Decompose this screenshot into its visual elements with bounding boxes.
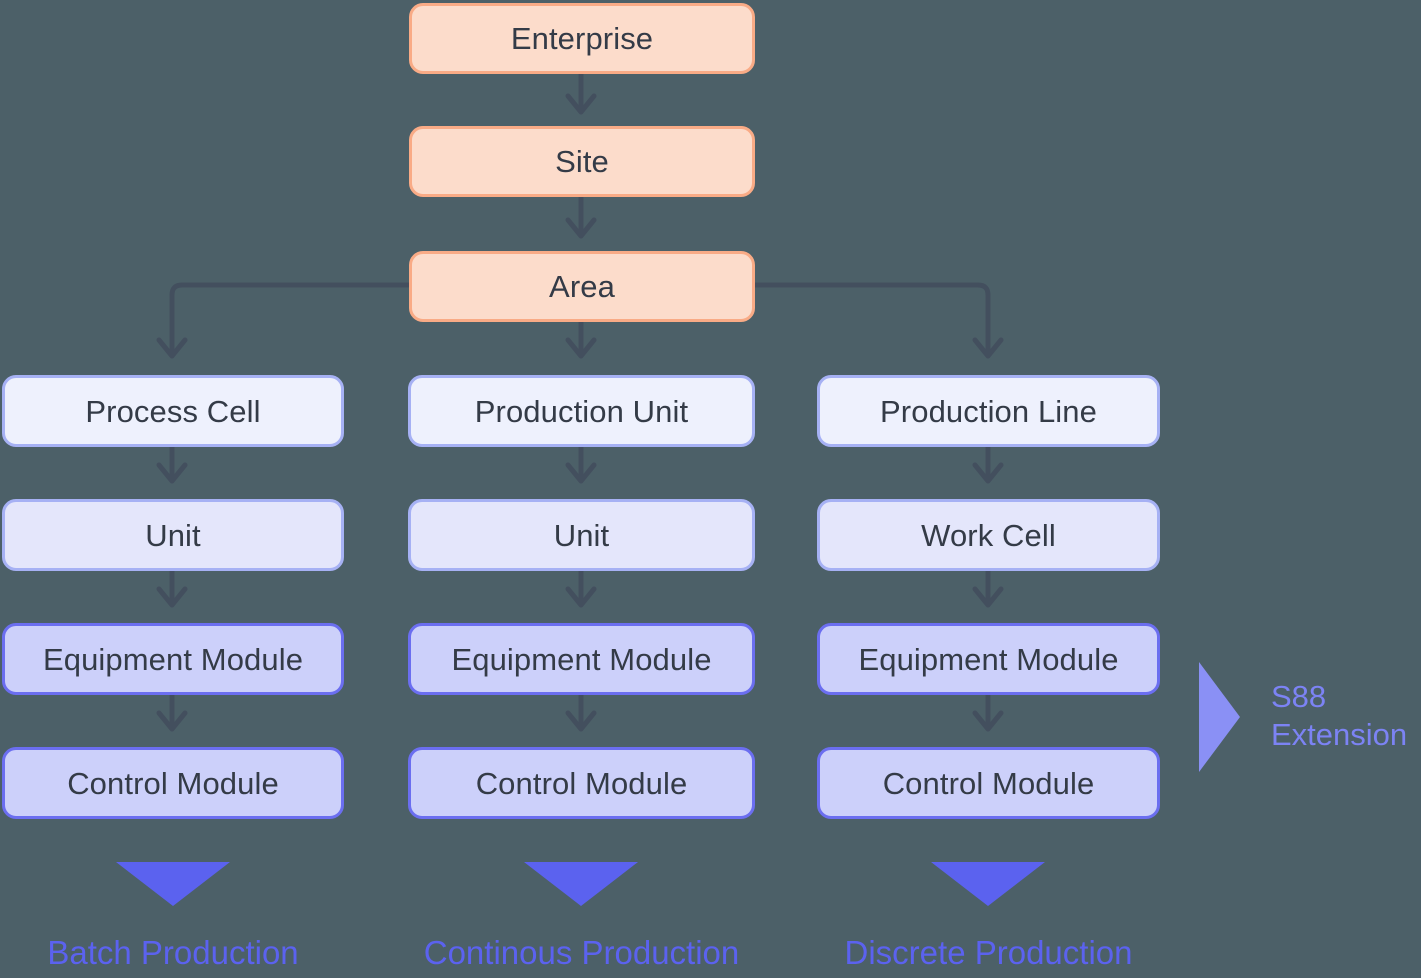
outcome-label-batch: Batch Production: [47, 934, 299, 971]
node-site-label: Site: [555, 144, 609, 179]
node-equipment-module-continuous[interactable]: Equipment Module: [408, 623, 755, 695]
s88-extension-line1: S88: [1271, 679, 1327, 714]
connector-area-process-cell: [169, 282, 411, 355]
arrowhead-area-production-unit: [565, 337, 597, 359]
node-control-module-discrete[interactable]: Control Module: [817, 747, 1160, 819]
node-control-module-continuous-label: Control Module: [475, 765, 688, 801]
arrowhead-production-unit-unit: [565, 462, 597, 484]
node-equipment-module-batch-label: Equipment Module: [42, 641, 304, 677]
node-site[interactable]: Site: [409, 126, 755, 197]
node-unit-continuous-label: Unit: [553, 517, 610, 553]
node-control-module-continuous[interactable]: Control Module: [408, 747, 755, 819]
node-production-line-label: Production Line: [880, 393, 1097, 429]
outcome-arrow-continuous: [524, 862, 638, 906]
arrowhead-area-process-cell: [156, 337, 188, 359]
node-equipment-module-discrete-label: Equipment Module: [858, 641, 1119, 677]
outcome-label-discrete: Discrete Production: [844, 934, 1133, 971]
node-work-cell-label: Work Cell: [921, 517, 1056, 553]
node-enterprise[interactable]: Enterprise: [409, 3, 755, 74]
arrowhead-site-area: [565, 217, 597, 239]
arrowhead-equipment-control-batch: [156, 710, 188, 732]
node-process-cell[interactable]: Process Cell: [2, 375, 344, 447]
node-production-line[interactable]: Production Line: [817, 375, 1160, 447]
s88-extension-line2: Extension: [1271, 716, 1408, 752]
arrowhead-equipment-control-discrete: [972, 710, 1004, 732]
arrowhead-area-production-line: [972, 337, 1004, 359]
node-equipment-module-discrete[interactable]: Equipment Module: [817, 623, 1160, 695]
node-process-cell-label: Process Cell: [85, 393, 261, 429]
arrowhead-unit-equipment-module-batch: [156, 586, 188, 608]
node-equipment-module-batch[interactable]: Equipment Module: [2, 623, 344, 695]
node-enterprise-label: Enterprise: [510, 21, 654, 56]
node-area[interactable]: Area: [409, 251, 755, 322]
outcome-arrow-batch: [116, 862, 230, 906]
s88-extension-label: S88 Extension: [1271, 678, 1407, 754]
outcome-arrow-discrete: [931, 862, 1045, 906]
node-equipment-module-continuous-label: Equipment Module: [451, 641, 712, 677]
node-production-unit[interactable]: Production Unit: [408, 375, 755, 447]
arrowhead-process-cell-unit: [156, 462, 188, 484]
node-unit-continuous[interactable]: Unit: [408, 499, 755, 571]
outcome-label-continuous: Continous Production: [423, 934, 740, 971]
node-work-cell[interactable]: Work Cell: [817, 499, 1160, 571]
arrowhead-work-cell-equipment-module: [972, 586, 1004, 608]
arrowhead-equipment-control-continuous: [565, 710, 597, 732]
connector-area-production-line: [752, 282, 991, 355]
node-area-label: Area: [549, 269, 615, 304]
s88-extension-arrow: [1199, 662, 1240, 772]
arrowhead-enterprise-site: [565, 93, 597, 115]
arrowhead-unit-equipment-module-continuous: [565, 586, 597, 608]
node-unit-batch[interactable]: Unit: [2, 499, 344, 571]
arrowhead-production-line-work-cell: [972, 462, 1004, 484]
node-control-module-discrete-label: Control Module: [882, 765, 1095, 801]
node-control-module-batch-label: Control Module: [67, 765, 279, 801]
node-unit-batch-label: Unit: [145, 517, 201, 553]
node-production-unit-label: Production Unit: [474, 393, 689, 429]
node-control-module-batch[interactable]: Control Module: [2, 747, 344, 819]
